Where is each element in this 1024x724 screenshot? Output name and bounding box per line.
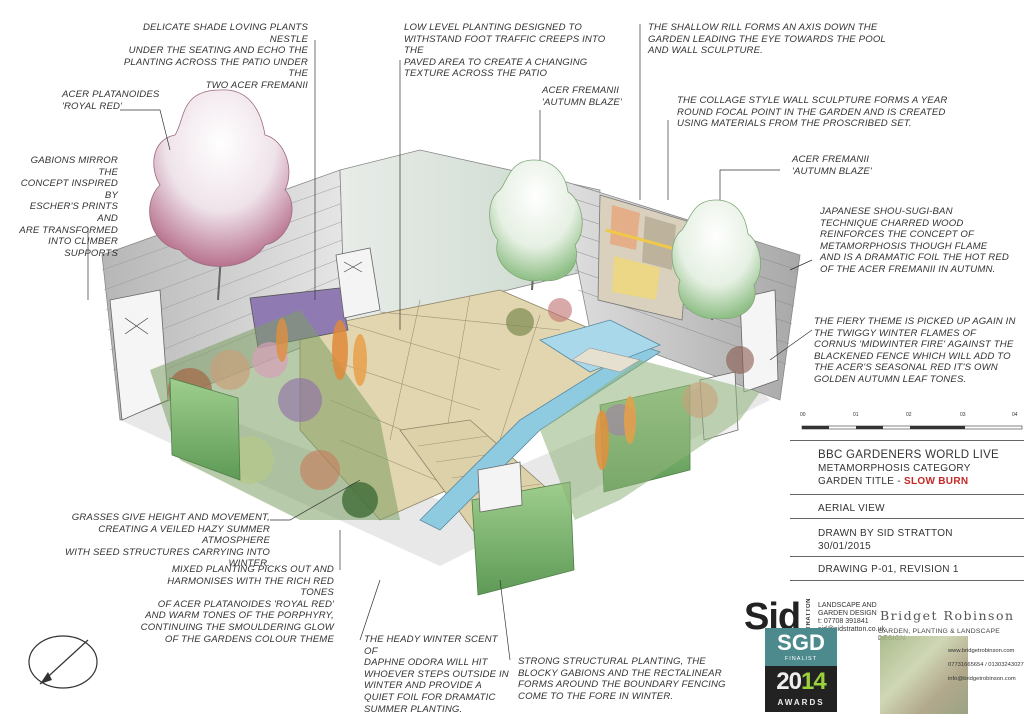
note-acer-blaze-1: ACER FREMANII 'AUTUMN BLAZE' bbox=[542, 85, 622, 108]
stepping-stone bbox=[571, 347, 641, 373]
scale-label-4: 04 bbox=[1012, 412, 1018, 418]
note-acer-royal-red: ACER PLATANOIDES 'ROYAL RED' bbox=[62, 89, 160, 112]
scale-label-1: 01 bbox=[853, 412, 859, 418]
sgd-badge bbox=[765, 628, 837, 666]
awards-year: 2014 bbox=[765, 668, 837, 696]
bridget-robinson-contact: www.bridgetrobinson.com 07731665654 / 01… bbox=[948, 648, 1024, 682]
title-category: METAMORPHOSIS CATEGORY bbox=[818, 463, 971, 474]
title-garden-name: SLOW BURN bbox=[904, 476, 969, 487]
scale-label-0: 00 bbox=[800, 412, 806, 418]
note-grasses: GRASSES GIVE HEIGHT AND MOVEMENT, CREATI… bbox=[65, 512, 270, 570]
note-shade-plants: DELICATE SHADE LOVING PLANTS NESTLE UNDE… bbox=[123, 22, 308, 91]
note-acer-blaze-2: ACER FREMANII 'AUTUMN BLAZE' bbox=[792, 154, 872, 177]
scale-label-3: 03 bbox=[960, 412, 966, 418]
note-sculpture: THE COLLAGE STYLE WALL SCULPTURE FORMS A… bbox=[677, 95, 948, 130]
note-mixed-planting: MIXED PLANTING PICKS OUT AND HARMONISES … bbox=[140, 564, 334, 645]
title-show: BBC GARDENERS WORLD LIVE bbox=[818, 449, 1000, 461]
north-arrow-icon bbox=[28, 635, 98, 689]
scale-bar bbox=[801, 425, 1023, 430]
hedge-block-front bbox=[471, 481, 575, 596]
scale-label-2: 02 bbox=[906, 412, 912, 418]
tree-acer-autumn-blaze-1 bbox=[489, 159, 583, 291]
title-drawing-no: DRAWING P-01, REVISION 1 bbox=[818, 564, 959, 575]
awards-label: AWARDS bbox=[777, 698, 825, 707]
title-block-rule bbox=[790, 494, 1024, 495]
gabion-front bbox=[477, 461, 523, 513]
right-planting-clumps bbox=[506, 298, 754, 470]
tree-acer-royal-red bbox=[149, 89, 293, 301]
note-structural: STRONG STRUCTURAL PLANTING, THE BLOCKY G… bbox=[518, 656, 726, 702]
note-fiery-theme: THE FIERY THEME IS PICKED UP AGAIN IN TH… bbox=[814, 316, 1016, 385]
note-daphne: THE HEADY WINTER SCENT OF DAPHNE ODORA W… bbox=[364, 634, 509, 715]
note-rill: THE SHALLOW RILL FORMS AN AXIS DOWN THE … bbox=[648, 22, 886, 57]
hedge-block-left bbox=[169, 377, 241, 481]
tree-acer-autumn-blaze-2 bbox=[671, 199, 761, 321]
sgd-finalist: FINALIST bbox=[784, 656, 818, 662]
pool bbox=[539, 319, 661, 373]
awards-badge bbox=[765, 666, 837, 712]
title-date: 30/01/2015 bbox=[818, 541, 872, 552]
title-drawn-by: DRAWN BY SID STRATTON bbox=[818, 528, 953, 539]
bridget-robinson-card bbox=[880, 636, 968, 714]
awards-year-a: 20 bbox=[776, 668, 802, 695]
title-garden-prefix: GARDEN TITLE - bbox=[818, 476, 904, 487]
title-block-rule bbox=[790, 556, 1024, 557]
note-shou-sugi-ban: JAPANESE SHOU-SUGI-BAN TECHNIQUE CHARRED… bbox=[820, 206, 1009, 275]
gabion-back bbox=[335, 247, 381, 319]
sid-stratton-details: LANDSCAPE AND GARDEN DESIGN t: 07708 391… bbox=[818, 602, 886, 633]
title-view: AERIAL VIEW bbox=[818, 503, 885, 514]
sgd-logo-text: SGD bbox=[777, 630, 825, 655]
title-garden: GARDEN TITLE - SLOW BURN bbox=[818, 476, 968, 487]
bridget-robinson-logo: Bridget Robinson bbox=[880, 608, 1015, 623]
note-low-planting: LOW LEVEL PLANTING DESIGNED TO WITHSTAND… bbox=[404, 22, 606, 80]
note-gabions: GABIONS MIRROR THE CONCEPT INSPIRED BY E… bbox=[19, 155, 118, 259]
title-block-rule bbox=[790, 440, 1024, 441]
awards-year-b: 14 bbox=[801, 668, 827, 695]
title-block-rule bbox=[790, 580, 1024, 581]
title-block-rule bbox=[790, 518, 1024, 519]
